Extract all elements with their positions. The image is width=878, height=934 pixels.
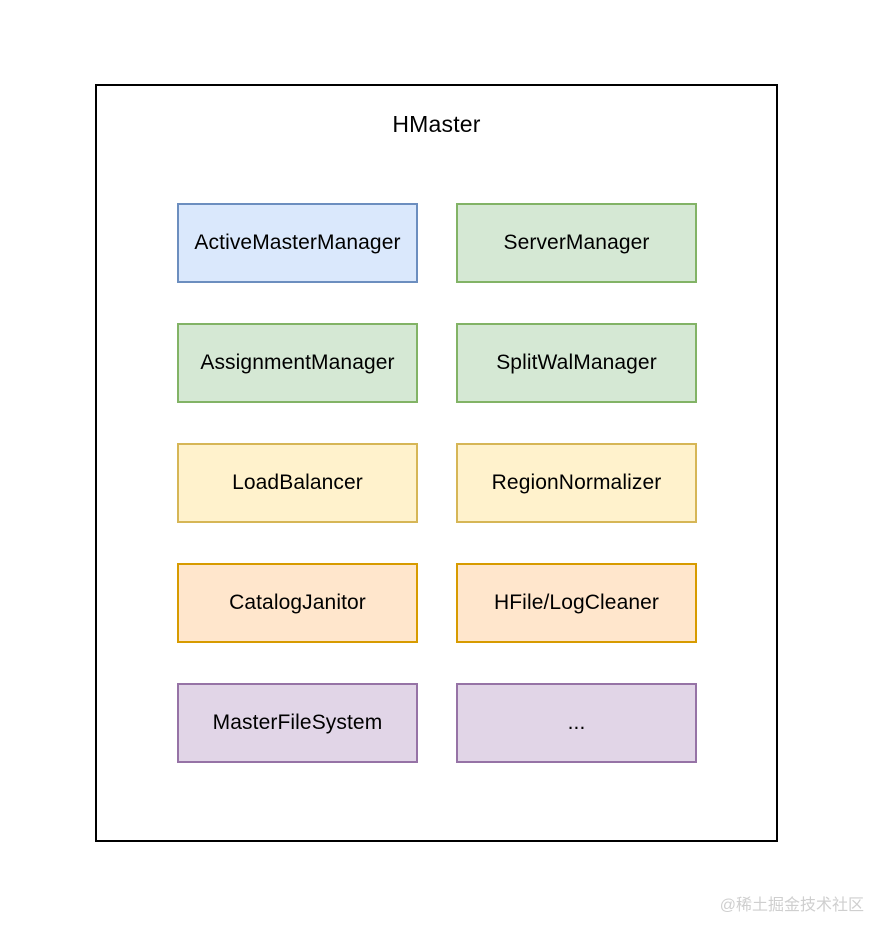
component-row: ActiveMasterManager ServerManager xyxy=(177,203,697,283)
component-row: LoadBalancer RegionNormalizer xyxy=(177,443,697,523)
component-box-split-wal-manager[interactable]: SplitWalManager xyxy=(456,323,697,403)
component-box-assignment-manager[interactable]: AssignmentManager xyxy=(177,323,418,403)
component-box-region-normalizer[interactable]: RegionNormalizer xyxy=(456,443,697,523)
component-grid: ActiveMasterManager ServerManager Assign… xyxy=(177,203,697,763)
component-box-master-file-system[interactable]: MasterFileSystem xyxy=(177,683,418,763)
watermark: @稀土掘金技术社区 xyxy=(719,897,864,914)
component-box-active-master-manager[interactable]: ActiveMasterManager xyxy=(177,203,418,283)
component-box-load-balancer[interactable]: LoadBalancer xyxy=(177,443,418,523)
component-row: CatalogJanitor HFile/LogCleaner xyxy=(177,563,697,643)
component-box-hfile-log-cleaner[interactable]: HFile/LogCleaner xyxy=(456,563,697,643)
component-row: MasterFileSystem ... xyxy=(177,683,697,763)
component-box-catalog-janitor[interactable]: CatalogJanitor xyxy=(177,563,418,643)
hmaster-container: HMaster ActiveMasterManager ServerManage… xyxy=(95,84,778,842)
component-box-server-manager[interactable]: ServerManager xyxy=(456,203,697,283)
component-box-ellipsis[interactable]: ... xyxy=(456,683,697,763)
hmaster-title: HMaster xyxy=(392,111,481,137)
component-row: AssignmentManager SplitWalManager xyxy=(177,323,697,403)
